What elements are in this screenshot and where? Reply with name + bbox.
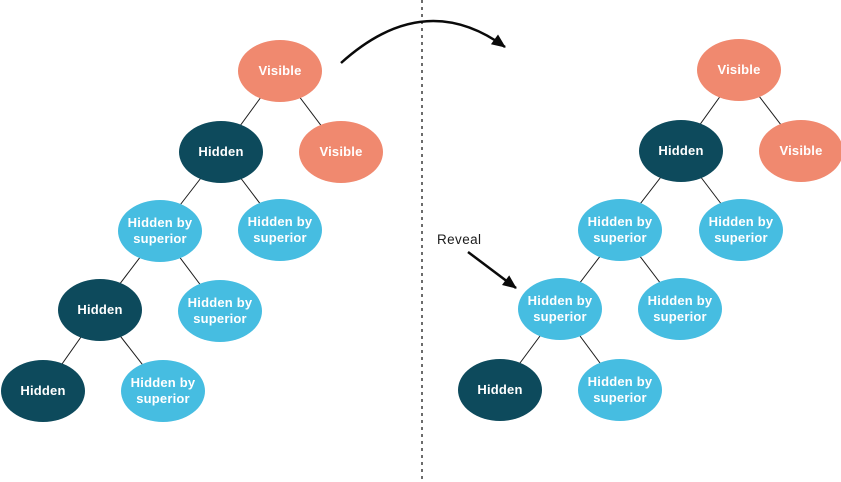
tree-edge-before bbox=[99, 230, 161, 311]
tree-edge-after bbox=[499, 308, 561, 391]
tree-node-before-a-hidden: Hidden bbox=[179, 121, 263, 183]
tree-edge-before bbox=[220, 151, 281, 231]
reveal-label: Reveal bbox=[437, 232, 482, 247]
tree-node-after-a-hidden: Hidden bbox=[639, 120, 723, 182]
tree-node-before-root-visible: Visible bbox=[238, 40, 322, 102]
tree-node-after-h-hidden_by_superior: Hidden by superior bbox=[578, 359, 662, 421]
tree-edges-group bbox=[42, 69, 802, 392]
tree-edge-before bbox=[42, 309, 101, 392]
tree-edge-after bbox=[619, 150, 682, 231]
tree-node-before-g-hidden: Hidden bbox=[1, 360, 85, 422]
reveal-arrow bbox=[467, 251, 517, 289]
tree-node-before-h-hidden_by_superior: Hidden by superior bbox=[121, 360, 205, 422]
tree-edge-after bbox=[738, 69, 802, 152]
tree-node-before-c-hidden_by_superior: Hidden by superior bbox=[118, 200, 202, 262]
tree-edge-after bbox=[559, 229, 621, 310]
transform-arrow bbox=[340, 19, 506, 64]
tree-node-after-e-hidden_by_superior-revealed: Hidden by superior bbox=[518, 278, 602, 340]
tree-edge-before bbox=[159, 151, 222, 232]
tree-edge-after bbox=[559, 308, 621, 391]
tree-edge-before bbox=[99, 309, 164, 392]
tree-node-after-f-hidden_by_superior: Hidden by superior bbox=[638, 278, 722, 340]
tree-edge-before bbox=[159, 230, 221, 312]
tree-node-before-b-visible: Visible bbox=[299, 121, 383, 183]
tree-node-after-c-hidden_by_superior: Hidden by superior bbox=[578, 199, 662, 261]
tree-edge-after bbox=[680, 69, 740, 152]
tree-edge-before bbox=[279, 70, 342, 153]
tree-edge-after bbox=[619, 229, 681, 310]
tree-node-before-d-hidden_by_superior: Hidden by superior bbox=[238, 199, 322, 261]
tree-node-after-d-hidden_by_superior: Hidden by superior bbox=[699, 199, 783, 261]
tree-node-after-root-visible: Visible bbox=[697, 39, 781, 101]
tree-node-before-e-hidden: Hidden bbox=[58, 279, 142, 341]
tree-edge-before bbox=[220, 70, 281, 153]
tree-edge-after bbox=[680, 150, 742, 231]
tree-node-after-b-visible: Visible bbox=[759, 120, 841, 182]
tree-node-before-f-hidden_by_superior: Hidden by superior bbox=[178, 280, 262, 342]
tree-node-after-g-hidden: Hidden bbox=[458, 359, 542, 421]
